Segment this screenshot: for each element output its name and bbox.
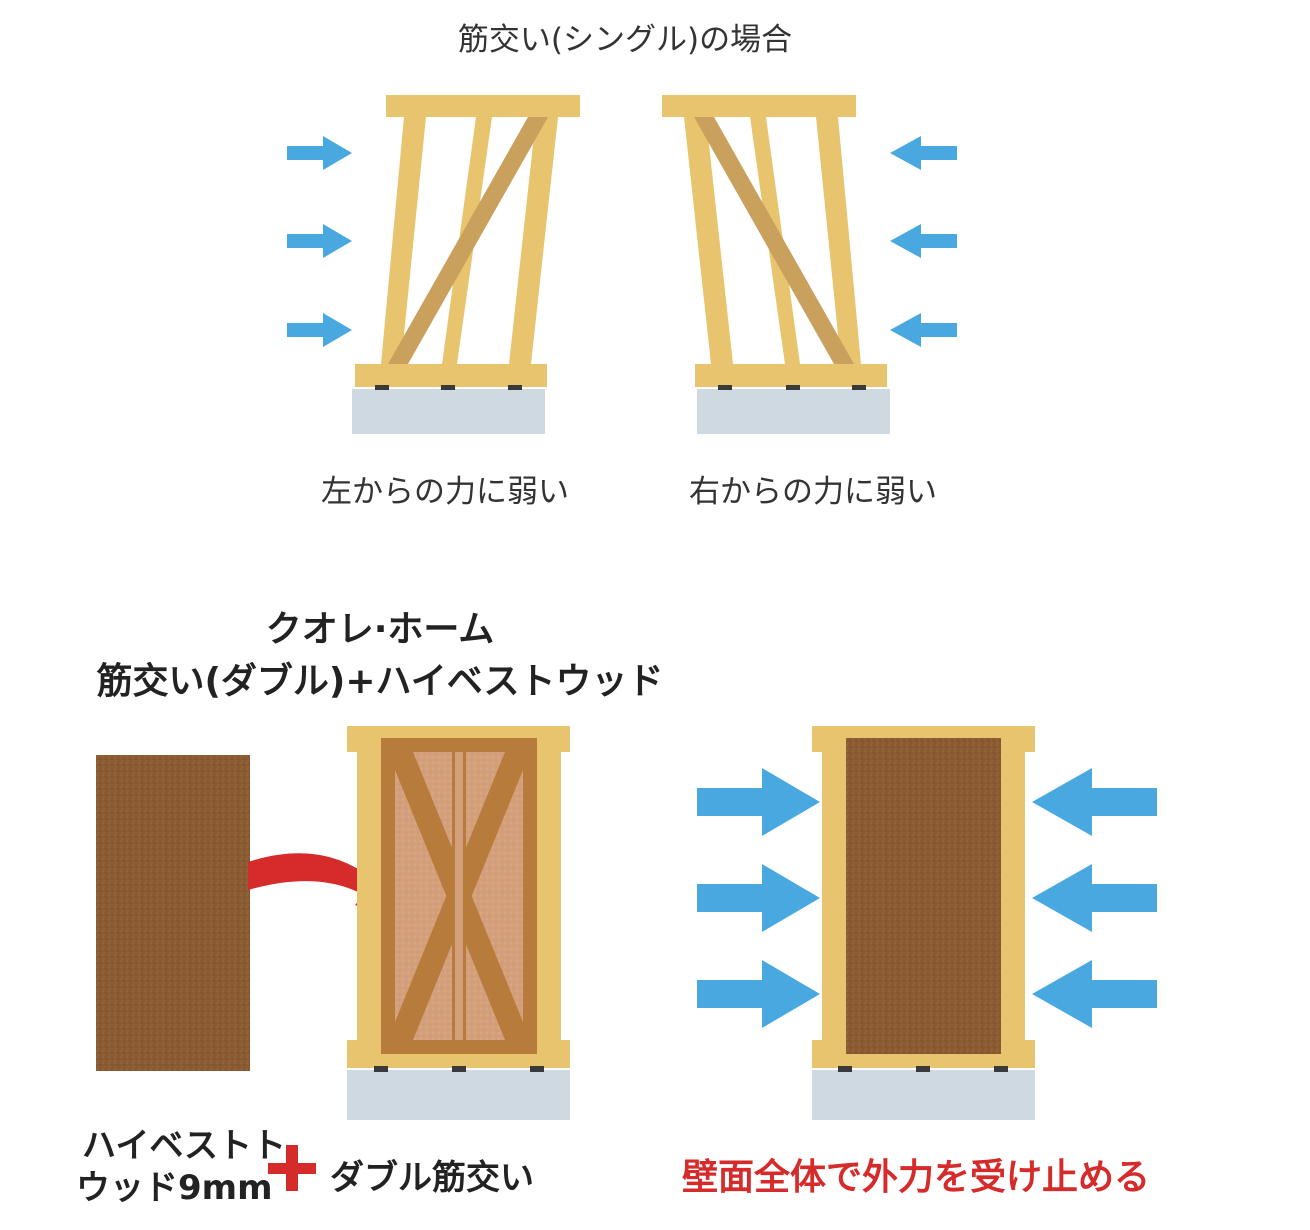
double-brace-frame: [347, 726, 570, 1120]
arrow-right-icon: [697, 960, 820, 1028]
anchor-bolt: [916, 1066, 930, 1072]
arrow-right-icon: [287, 313, 352, 347]
anchor-bolt: [452, 1066, 466, 1072]
sill-plate: [695, 364, 887, 387]
single-brace-frame-left: [352, 95, 580, 434]
brand-title: クオレ·ホーム: [265, 609, 495, 650]
anchor-bolt: [530, 1066, 544, 1072]
left-post: [822, 752, 846, 1040]
weak-from-right-caption: 右からの力に弱い: [689, 474, 937, 510]
middle-stud-face: [455, 752, 463, 1040]
right-post: [816, 117, 861, 364]
single-brace-title: 筋交い(シングル)の場合: [457, 22, 793, 58]
left-post: [381, 117, 426, 364]
anchor-bolt: [786, 385, 800, 390]
hibest-wood-board: [96, 755, 250, 1071]
arrow-left-icon: [890, 224, 957, 258]
anchor-bolt: [375, 385, 389, 390]
large-force-arrows-from-right: [1032, 768, 1157, 1028]
foundation-block: [697, 389, 890, 434]
result-label: 壁面全体で外力を受け止める: [682, 1157, 1151, 1198]
diagonal-brace: [694, 117, 854, 364]
anchor-bolt: [508, 385, 522, 390]
diagonal-brace: [388, 117, 548, 364]
arrow-left-icon: [1032, 864, 1157, 932]
hibest-wood-label-line1: ハイベストト: [82, 1126, 286, 1166]
anchor-bolt: [852, 385, 866, 390]
hibest-wood-label-line2: ウッド9mm: [76, 1168, 273, 1208]
anchor-bolt: [718, 385, 732, 390]
sill-plate: [355, 364, 547, 387]
anchor-bolt: [838, 1066, 852, 1072]
anchor-bolt: [994, 1066, 1008, 1072]
sheathed-wall-frame: [812, 726, 1035, 1120]
double-brace-label: ダブル筋交い: [330, 1158, 534, 1198]
double-brace-title: 筋交い(ダブル)+ハイベストウッド: [96, 661, 664, 702]
right-post: [1001, 752, 1025, 1040]
arrow-right-icon: [697, 768, 820, 836]
anchor-bolt: [441, 385, 455, 390]
arrow-right-icon: [697, 864, 820, 932]
foundation-block: [812, 1070, 1035, 1120]
foundation-block: [352, 389, 545, 434]
top-plate: [386, 95, 580, 117]
force-arrows-from-right: [890, 136, 957, 347]
hibest-wood-sheathing: [846, 738, 1001, 1054]
arrow-left-icon: [1032, 960, 1157, 1028]
anchor-bolt: [374, 1066, 388, 1072]
right-post: [509, 117, 558, 364]
left-post: [684, 117, 733, 364]
force-arrows-from-left: [287, 136, 352, 347]
plus-icon: [268, 1145, 316, 1191]
single-brace-frame-right: [662, 95, 890, 434]
arrow-left-icon: [890, 136, 957, 170]
arrow-right-icon: [287, 136, 352, 170]
foundation-block: [347, 1070, 570, 1120]
weak-from-left-caption: 左からの力に弱い: [321, 474, 569, 510]
arrow-right-icon: [287, 224, 352, 258]
right-post: [537, 752, 561, 1040]
large-force-arrows-from-left: [697, 768, 820, 1028]
top-plate: [662, 95, 856, 117]
arrow-left-icon: [890, 313, 957, 347]
left-post: [357, 752, 381, 1040]
arrow-left-icon: [1032, 768, 1157, 836]
